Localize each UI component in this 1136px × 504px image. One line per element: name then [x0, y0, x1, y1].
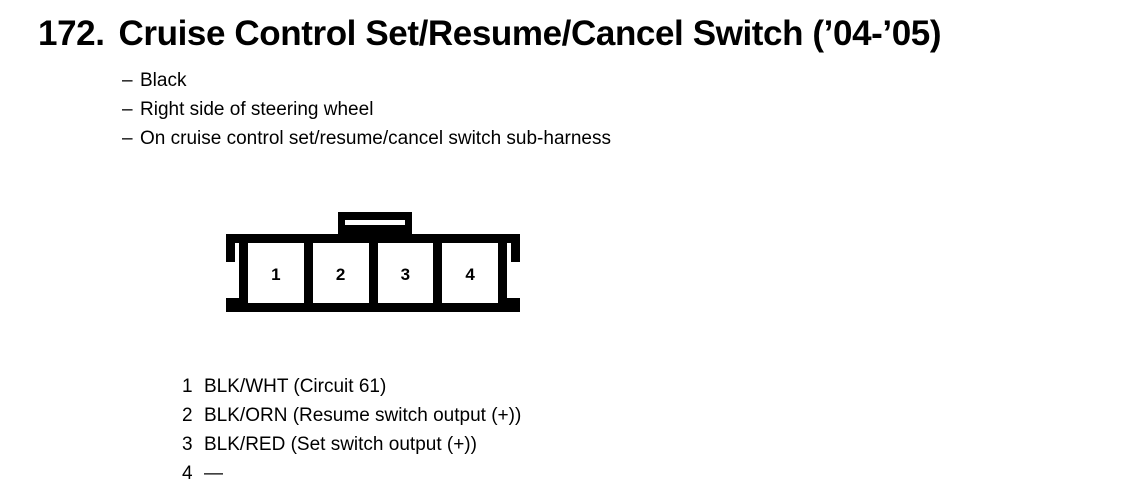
pin-number-label: 3 — [182, 434, 193, 455]
pin-number-label: 4 — [182, 463, 193, 484]
connector-wall-left-lower — [239, 243, 248, 312]
connector-diagram: 1 2 3 4 — [226, 212, 520, 312]
bullet-dash-icon: – — [122, 70, 133, 91]
page-title-number: 172. — [38, 14, 105, 53]
pin-legend-row-4: 4— — [182, 459, 521, 488]
cavity-number-label: 3 — [400, 264, 411, 284]
description-item-label: Right side of steering wheel — [140, 99, 374, 120]
description-item-label: Black — [140, 70, 187, 91]
connector-cavity-3: 3 — [368, 243, 434, 303]
pin-legend-list: 1 BLK/WHT (Circuit 61) 2 BLK/ORN (Resume s… — [182, 372, 521, 488]
pin-description-label: BLK/RED (Set switch output (+)) — [204, 434, 477, 455]
connector-cavity-row: 1 2 3 4 — [248, 243, 498, 303]
pin-number-label: 1 — [182, 376, 193, 397]
description-item-harness: –On cruise control set/resume/cancel swi… — [122, 124, 611, 153]
cavity-number-label: 1 — [271, 264, 281, 284]
bullet-dash-icon: – — [122, 128, 133, 149]
connector-top-rail — [226, 234, 520, 243]
pin-description-label: BLK/WHT (Circuit 61) — [204, 376, 387, 397]
bullet-dash-icon: – — [122, 99, 133, 120]
connector-body: 1 2 3 4 — [226, 234, 520, 312]
pin-description-label: — — [204, 463, 223, 484]
connector-foot-left — [226, 298, 239, 312]
description-item-location: –Right side of steering wheel — [122, 95, 611, 124]
page-title-text: Cruise Control Set/Resume/Cancel Switch … — [118, 14, 942, 53]
description-item-label: On cruise control set/resume/cancel swit… — [140, 128, 611, 149]
connector-wall-right-upper — [511, 234, 520, 262]
connector-wall-left-upper — [226, 234, 235, 262]
connector-foot-right — [507, 298, 520, 312]
description-item-color: –Black — [122, 66, 611, 95]
connector-cavity-4: 4 — [433, 243, 498, 303]
pin-description-label: BLK/ORN (Resume switch output (+)) — [204, 405, 522, 426]
connector-cavity-1: 1 — [248, 243, 304, 303]
pin-number-label: 2 — [182, 405, 193, 426]
pin-legend-row-2: 2 BLK/ORN (Resume switch output (+)) — [182, 401, 521, 430]
connector-cavity-2: 2 — [303, 243, 369, 303]
connector-locking-tab-slot — [345, 220, 405, 225]
cavity-number-label: 2 — [335, 264, 346, 284]
connector-wall-right-lower — [498, 243, 507, 312]
pin-legend-row-3: 3 BLK/RED (Set switch output (+)) — [182, 430, 521, 459]
connector-bottom-rail — [239, 303, 507, 312]
connector-locking-tab-icon — [338, 212, 412, 236]
description-list: –Black –Right side of steering wheel –On… — [122, 66, 611, 153]
cavity-number-label: 4 — [465, 264, 475, 284]
page-title: 172. Cruise Control Set/Resume/Cancel Swi… — [38, 14, 942, 53]
pin-legend-row-1: 1 BLK/WHT (Circuit 61) — [182, 372, 521, 401]
